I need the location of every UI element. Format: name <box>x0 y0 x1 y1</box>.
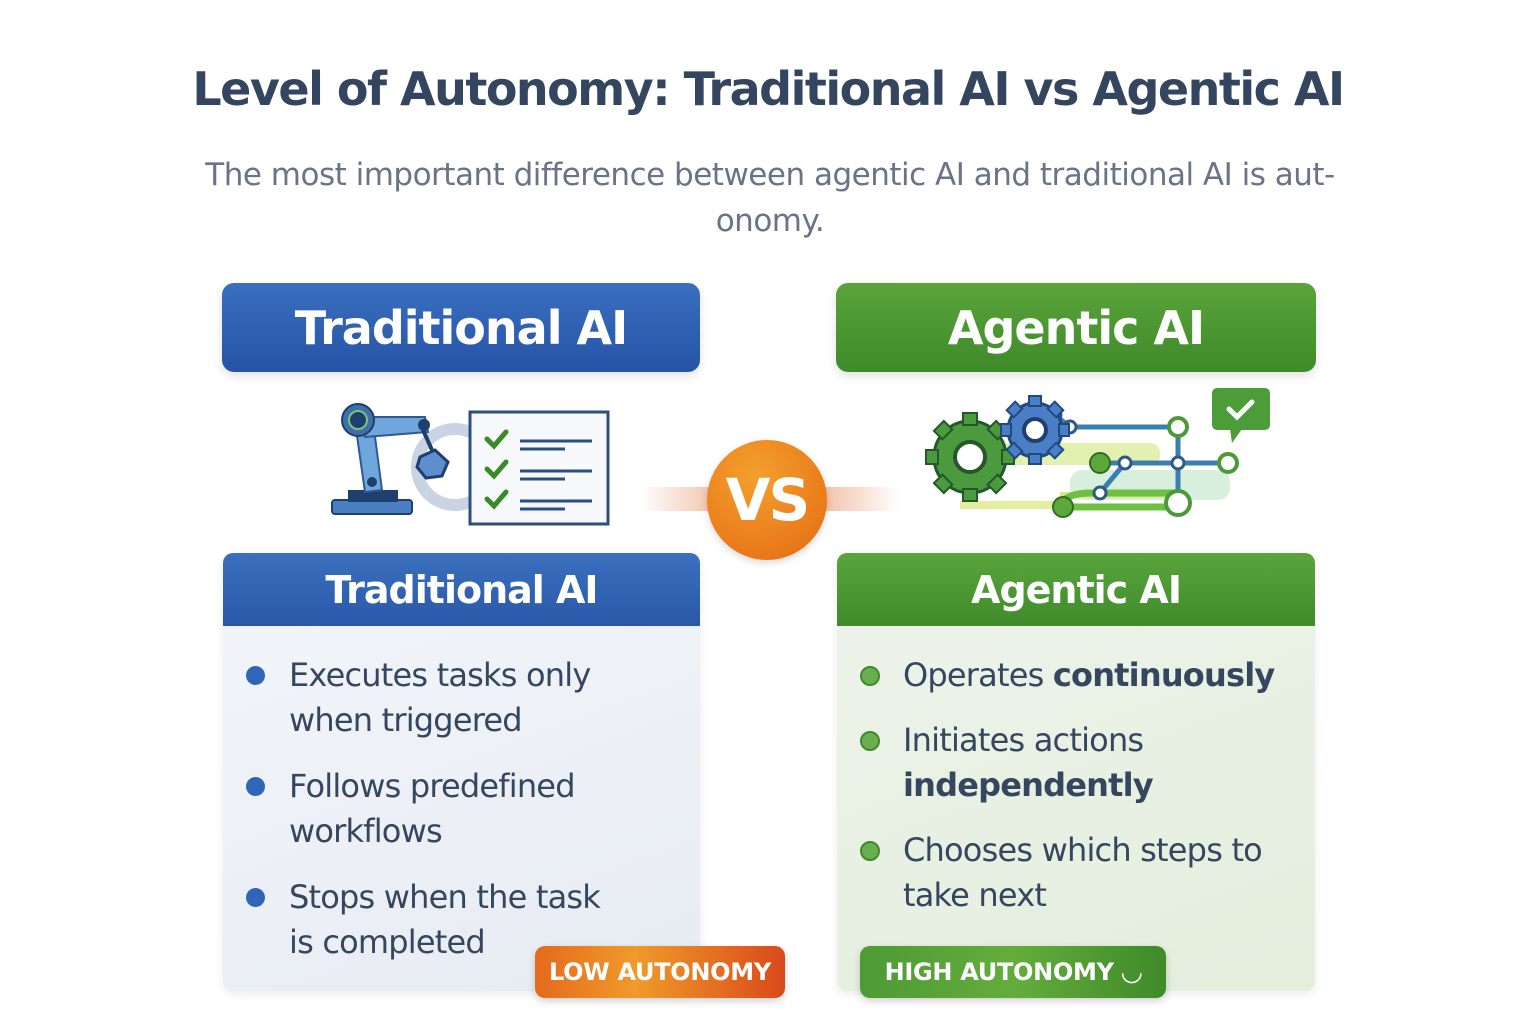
traditional-ai-card: Traditional AI Executes tasks only when … <box>223 553 700 991</box>
vs-badge: VS <box>707 440 827 560</box>
bullet-dot-icon <box>860 731 880 751</box>
vs-line-right <box>820 487 900 511</box>
check-bubble-icon <box>1212 388 1270 443</box>
list-item: Chooses which steps to take next <box>837 828 1283 918</box>
bullet-text: Follows predefined workflows <box>289 767 576 850</box>
bullet-dot-icon <box>860 841 880 861</box>
bullet-text: Initiates actions <box>903 721 1144 759</box>
bullet-text: Operates <box>903 656 1053 694</box>
agentic-ai-card: Agentic AI Operates continuously Initiat… <box>837 553 1315 991</box>
bullet-dot-icon <box>860 666 880 686</box>
bullet-text: Chooses which steps to take next <box>903 831 1263 914</box>
list-item: Operates continuously <box>837 653 1283 698</box>
bullet-text: Executes tasks only when triggered <box>289 656 591 739</box>
badge-label: HIGH AUTONOMY <box>884 958 1114 986</box>
page-title: Level of Autonomy: Traditional AI vs Age… <box>192 62 1345 116</box>
vs-line-left <box>640 487 720 511</box>
high-autonomy-badge: HIGH AUTONOMY ◡ <box>860 946 1166 998</box>
bullet-bold-text: continuously <box>1052 656 1275 694</box>
bullet-bold-text: independently <box>903 766 1154 804</box>
bullet-dot-icon <box>246 888 265 907</box>
agentic-card-title: Agentic AI <box>837 553 1315 626</box>
low-autonomy-badge: LOW AUTONOMY <box>535 946 785 998</box>
bullet-text: Stops when the task is completed <box>289 878 601 961</box>
page-subtitle: The most important difference between ag… <box>205 157 1335 239</box>
bullet-dot-icon <box>246 666 265 685</box>
bullet-dot-icon <box>246 777 265 796</box>
smile-icon: ◡ <box>1121 957 1142 987</box>
traditional-ai-header: Traditional AI <box>222 283 700 372</box>
agentic-ai-header: Agentic AI <box>836 283 1316 372</box>
vs-divider: VS <box>640 440 900 560</box>
traditional-card-title: Traditional AI <box>223 553 700 626</box>
list-item: Follows predefined workflows <box>223 764 619 854</box>
list-item: Stops when the task is completed <box>223 875 619 965</box>
badge-label: LOW AUTONOMY <box>549 958 771 986</box>
traditional-bullet-list: Executes tasks only when triggered Follo… <box>223 653 700 986</box>
agentic-bullet-list: Operates continuously Initiates actions … <box>837 653 1315 938</box>
list-item: Executes tasks only when triggered <box>223 653 619 743</box>
gears-network-check-icon <box>920 385 1280 525</box>
robot-arm-checklist-icon <box>320 392 620 532</box>
list-item: Initiates actions independently <box>837 718 1283 808</box>
